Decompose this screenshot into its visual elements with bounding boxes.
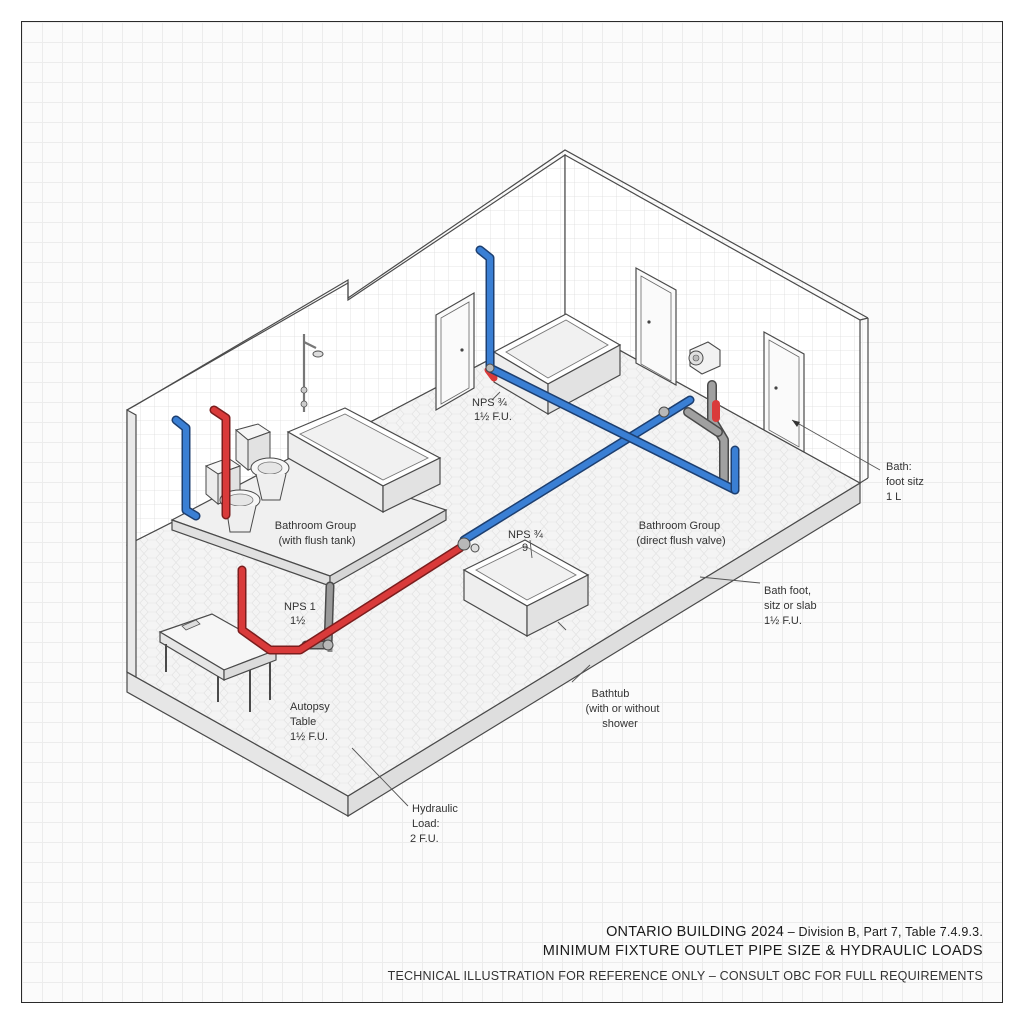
label-bath-foot: Bath foot, sitz or slab 1½ F.U. [764, 585, 820, 627]
left-end-wall [126, 408, 137, 679]
shower-fixture [300, 334, 324, 412]
door-middle [635, 266, 677, 387]
piping [171, 245, 740, 655]
label-nps-middle: NPS ¾ 9 [508, 529, 546, 554]
label-bathroom-group-valve: Bathroom Group (direct flush valve) [636, 520, 725, 547]
title-line-2: MINIMUM FIXTURE OUTLET PIPE SIZE & HYDRA… [542, 943, 983, 959]
title-reference: – Division B, Part 7, Table 7.4.9.3. [784, 925, 983, 939]
door-left [435, 291, 475, 412]
label-hydraulic-load: Hydraulic Load: 2 F.U. [410, 803, 461, 845]
label-bathtub: Bathtub (with or without shower [585, 688, 662, 730]
leader-lines [351, 391, 881, 807]
labels: Bathroom Group (with flush tank) Bathroo… [275, 397, 927, 845]
doors [435, 266, 805, 454]
meter-unit [688, 341, 721, 375]
label-autopsy-table: Autopsy Table 1½ F.U. [290, 701, 333, 743]
autopsy-table [158, 613, 278, 712]
toilet-rear [234, 423, 290, 501]
title-line-1: ONTARIO BUILDING 2024 – Division B, Part… [380, 924, 983, 940]
title-block: ONTARIO BUILDING 2024 – Division B, Part… [380, 924, 983, 983]
bathtub-left [286, 407, 442, 514]
label-bath-right: Bath: foot sitz 1 L [886, 461, 927, 503]
reference-footnote: TECHNICAL ILLUSTRATION FOR REFERENCE ONL… [387, 969, 983, 983]
bathtub-front [462, 539, 590, 638]
label-nps-top: NPS ¾ 1½ F.U. [472, 397, 512, 423]
label-bathroom-group-tank: Bathroom Group (with flush tank) [275, 520, 359, 547]
label-nps-left: NPS 1 1½ [284, 601, 319, 627]
title-main: ONTARIO BUILDING 2024 [606, 924, 785, 940]
